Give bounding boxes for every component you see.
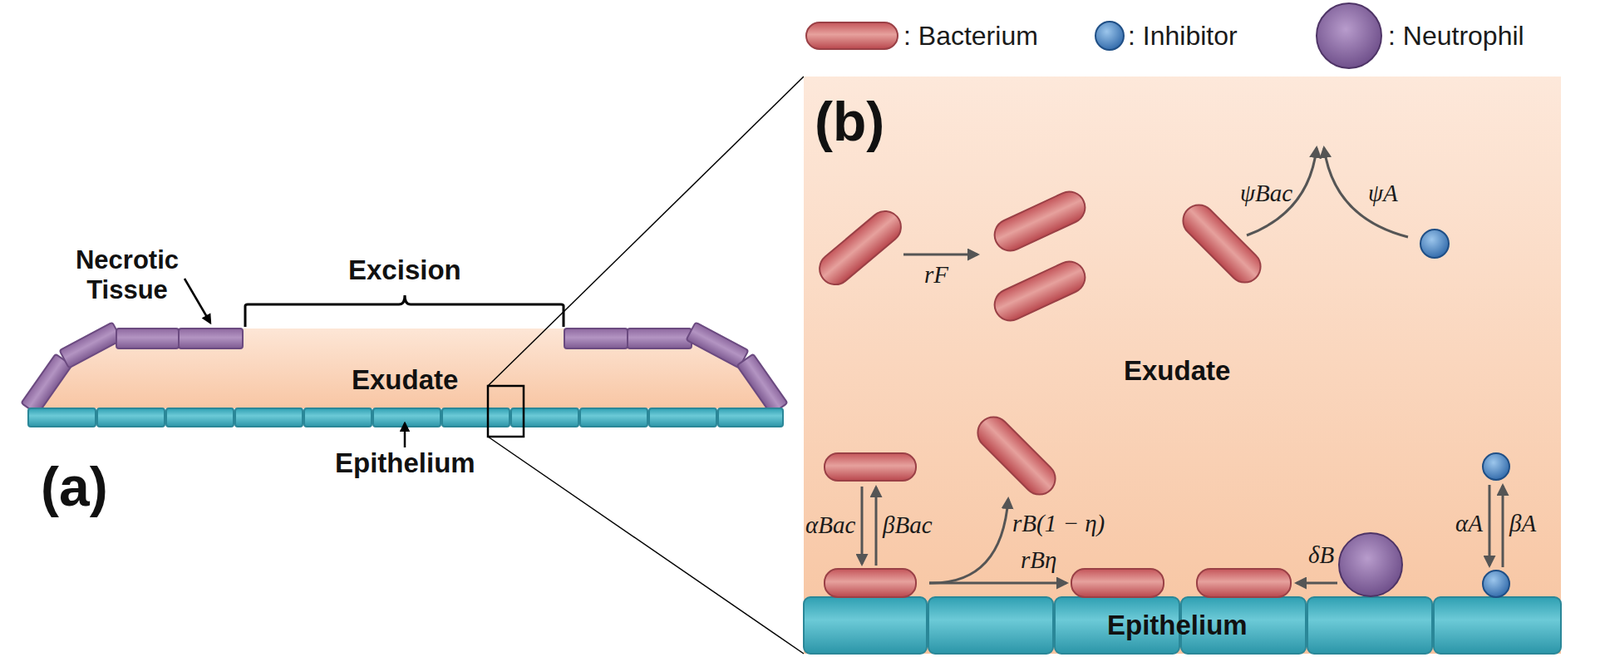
part-label: Excision [348,254,462,286]
panel-label: (a) [40,455,109,519]
panel-label: (b) [814,90,885,154]
region-label: Exudate [351,364,458,396]
rate-label: rB(1 − η) [1012,509,1105,537]
legend-text: : Bacterium [903,20,1039,52]
rate-label: rF [924,260,949,289]
rate-label: βA [1509,509,1536,537]
region-label: Exudate [1123,354,1231,387]
rate-label: δB [1308,541,1335,569]
part-label: Epithelium [1107,609,1248,641]
rate-label: rBη [1020,546,1057,574]
rate-label: ψBac [1240,179,1293,207]
rate-label: βBac [882,511,933,539]
part-label: Epithelium [334,447,476,479]
legend-text: : Inhibitor [1127,20,1238,52]
part-label: Necrotic Tissue [73,245,182,305]
rate-label: ψA [1368,179,1399,207]
legend-text: : Neutrophil [1388,20,1525,52]
rate-label: αA [1455,509,1483,537]
rate-label: αBac [805,511,856,539]
